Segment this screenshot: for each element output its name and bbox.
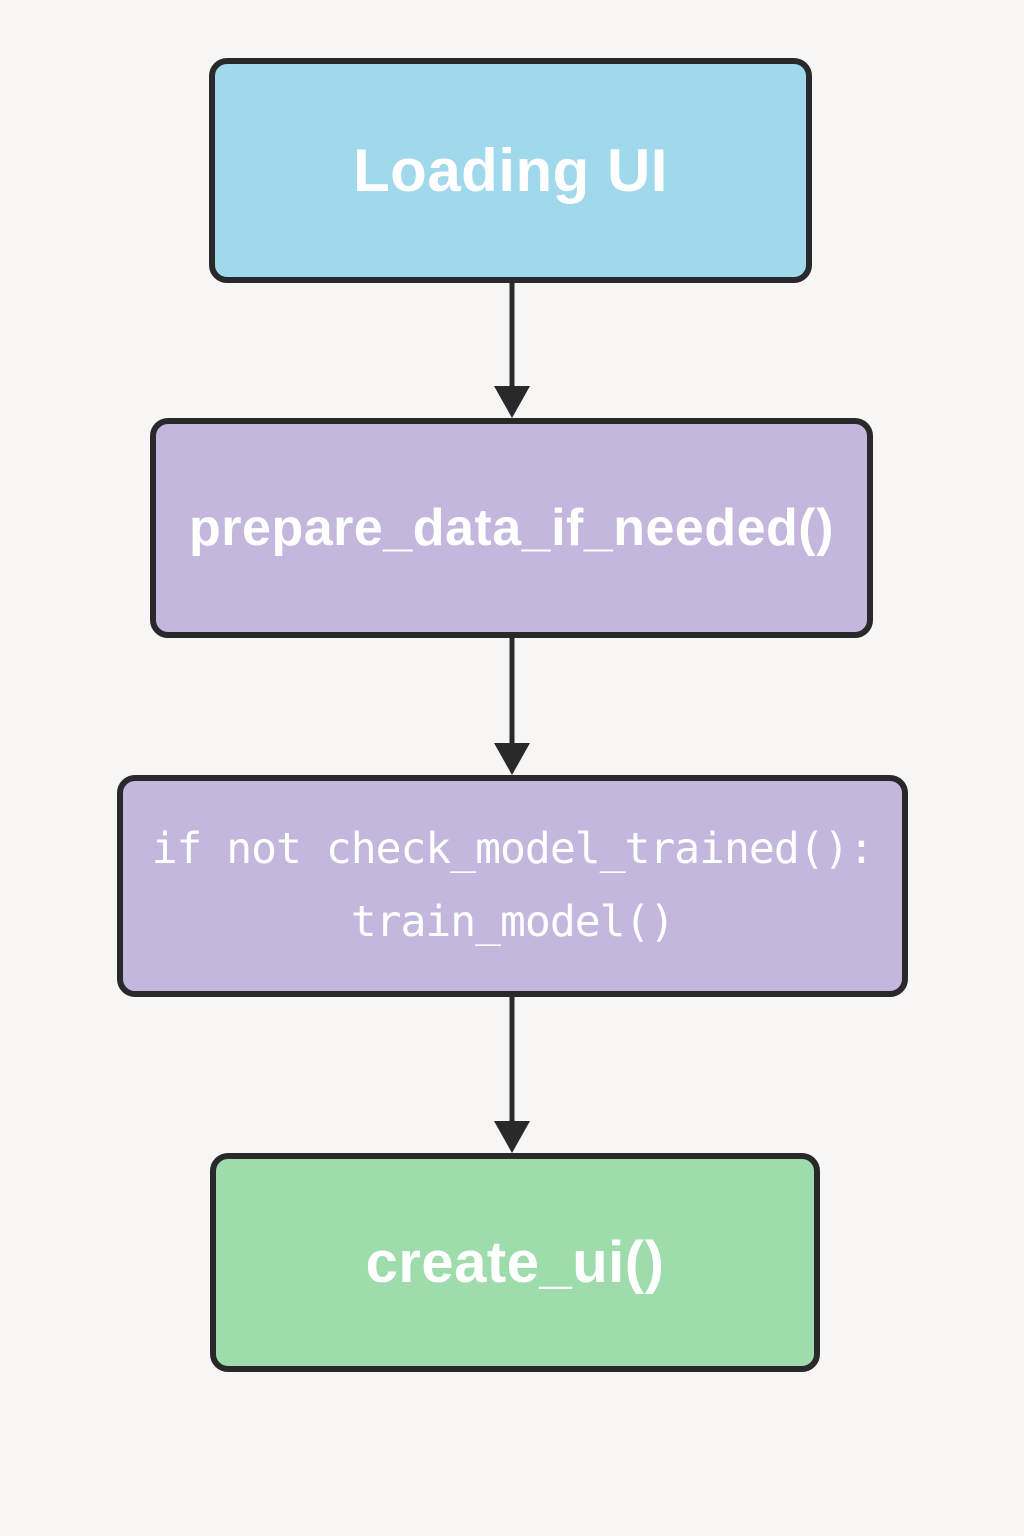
node-check-train-label-line2: train_model() — [350, 897, 676, 947]
arrow-stem — [509, 638, 515, 748]
arrow-stem — [509, 283, 515, 391]
node-prepare-data: prepare_data_if_needed() — [150, 418, 873, 638]
arrowhead-icon — [494, 743, 530, 775]
node-loading-ui-label: Loading UI — [353, 137, 668, 204]
arrow-loading-to-prepare — [494, 283, 530, 418]
node-loading-ui: Loading UI — [209, 58, 812, 283]
arrow-stem — [509, 997, 515, 1126]
node-prepare-data-label: prepare_data_if_needed() — [189, 499, 834, 557]
node-check-train: if not check_model_trained(): train_mode… — [117, 775, 908, 997]
node-create-ui: create_ui() — [210, 1153, 820, 1372]
node-check-train-label-line1: if not check_model_trained(): — [151, 824, 875, 874]
arrowhead-icon — [494, 386, 530, 418]
arrowhead-icon — [494, 1121, 530, 1153]
arrow-prepare-to-check — [494, 638, 530, 775]
node-create-ui-label: create_ui() — [365, 1230, 665, 1295]
arrow-check-to-create — [494, 997, 530, 1153]
